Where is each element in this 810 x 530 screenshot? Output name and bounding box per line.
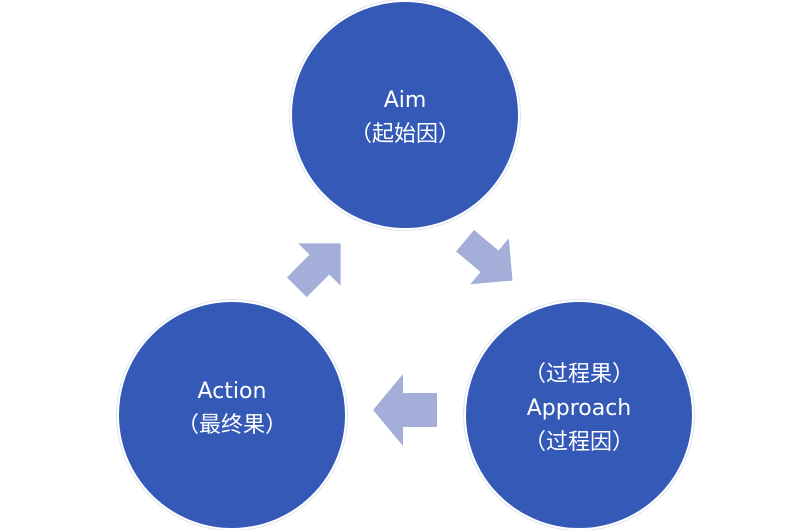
node-approach: （过程果） Approach （过程因） bbox=[464, 300, 694, 530]
node-aim-title: Aim bbox=[383, 88, 427, 113]
node-approach-result: （过程果） bbox=[523, 362, 634, 387]
node-approach-content: （过程果） Approach （过程因） bbox=[524, 358, 634, 460]
arrow-approach-to-action-icon bbox=[373, 374, 437, 446]
arrow-aim-to-approach-icon bbox=[456, 229, 513, 285]
node-action: Action （最终果） bbox=[117, 300, 347, 530]
node-aim-content: Aim （起始因） bbox=[350, 84, 460, 152]
node-aim: Aim （起始因） bbox=[290, 0, 520, 230]
node-approach-cause: （过程因） bbox=[523, 430, 634, 455]
node-action-subtitle: （最终果） bbox=[176, 413, 287, 438]
node-approach-title: Approach bbox=[526, 396, 632, 421]
node-aim-subtitle: （起始因） bbox=[349, 122, 460, 147]
node-action-content: Action （最终果） bbox=[177, 375, 287, 443]
node-action-title: Action bbox=[197, 379, 267, 404]
arrow-action-to-aim-icon bbox=[286, 243, 341, 298]
